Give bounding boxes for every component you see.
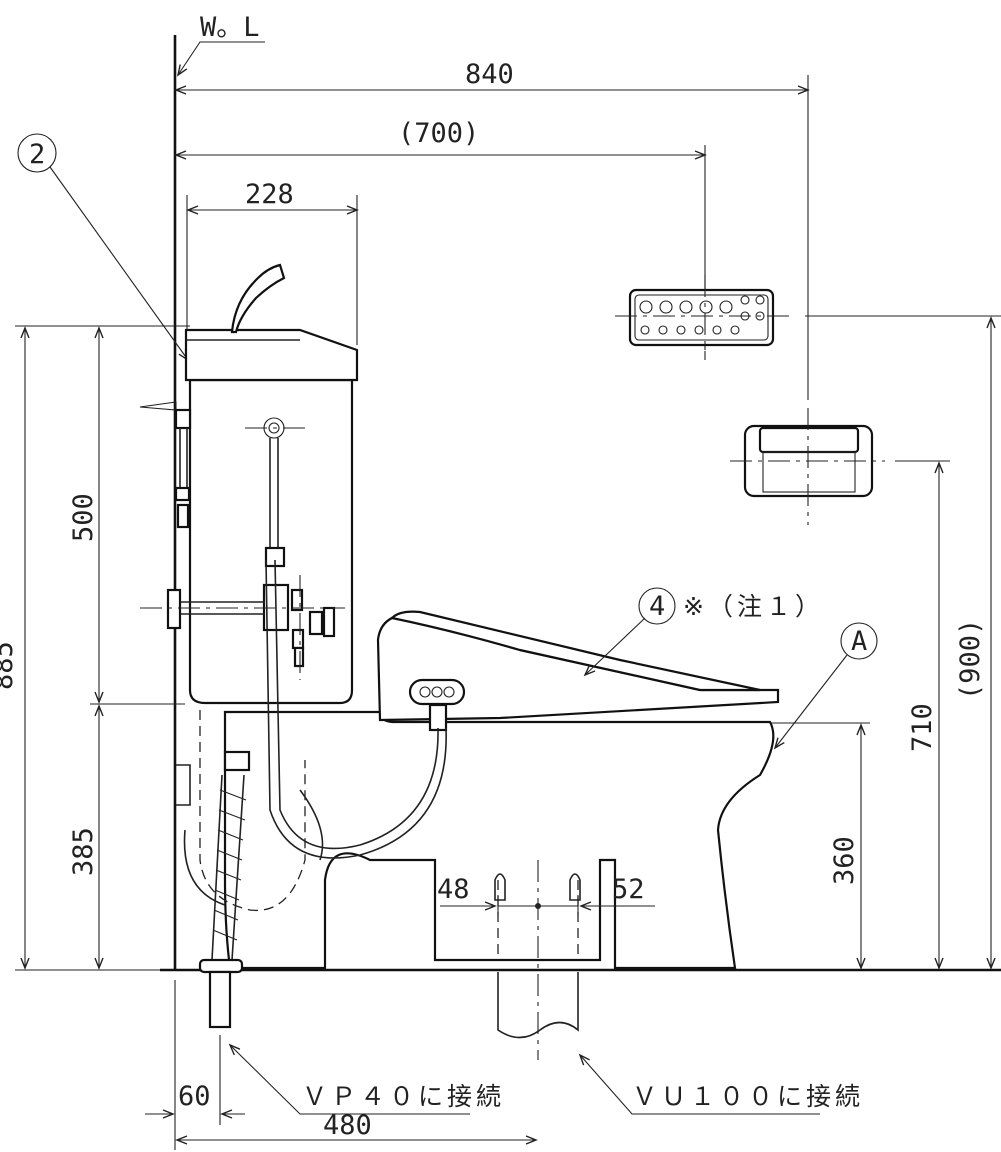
dim-840-text: 840 [465, 59, 514, 90]
dim-48-text: 48 [437, 874, 470, 905]
dim-885-text: 885 [0, 641, 19, 690]
paper-holder [730, 408, 885, 525]
item-4-callout: 4 ※（注１） [583, 587, 824, 677]
note-4-text: ※（注１） [683, 592, 824, 621]
dim-710: 710 [895, 460, 950, 970]
dim-700: (700) [174, 118, 707, 350]
item-4-text: 4 [649, 591, 665, 622]
dim-48: 48 [437, 874, 541, 915]
item-2-text: 2 [29, 139, 45, 170]
dim-480-text: 480 [323, 1110, 372, 1141]
dim-900: (900) [805, 315, 1001, 970]
item-a-callout: A [773, 622, 878, 750]
dim-500-text: 500 [68, 493, 99, 542]
dim-385: 385 [68, 704, 104, 970]
dim-710-text: 710 [907, 703, 938, 752]
vu100-label: ＶＵ１００に接続 [578, 1053, 864, 1115]
dim-885: 885 [0, 325, 190, 971]
seat-hose [265, 559, 447, 859]
vp40-label: ＶＰ４０に接続 [228, 1043, 505, 1115]
toilet-tank [184, 263, 359, 705]
dim-52-text: 52 [612, 874, 645, 905]
floor-supply-hose [176, 750, 251, 1029]
dim-360-text: 360 [829, 836, 860, 885]
dim-480: 480 [175, 1110, 538, 1145]
item-a-text: A [851, 626, 867, 657]
drain-pipe [494, 860, 581, 1060]
dim-60: 60 [145, 980, 245, 1150]
dim-700-text: (700) [398, 118, 479, 149]
wl-text: W。L [200, 12, 260, 43]
dim-228: 228 [186, 179, 359, 345]
dim-500: 500 [68, 326, 185, 705]
dim-52: 52 [538, 874, 655, 915]
toilet-bowl [199, 710, 775, 970]
wall-line-label: W。L [176, 12, 265, 77]
dim-900-text: (900) [955, 619, 986, 700]
item-2-callout: 2 [17, 133, 190, 362]
dim-228-text: 228 [245, 179, 294, 210]
remote-control [615, 275, 790, 360]
vp40-text: ＶＰ４０に接続 [302, 1082, 505, 1111]
dim-385-text: 385 [68, 827, 99, 876]
vu100-text: ＶＵ１００に接続 [632, 1082, 864, 1111]
dim-360: 360 [770, 722, 870, 970]
dim-60-text: 60 [178, 1081, 211, 1112]
dim-840: 840 [174, 59, 810, 400]
washlet-seat [376, 610, 780, 732]
wall-valve [139, 401, 192, 529]
